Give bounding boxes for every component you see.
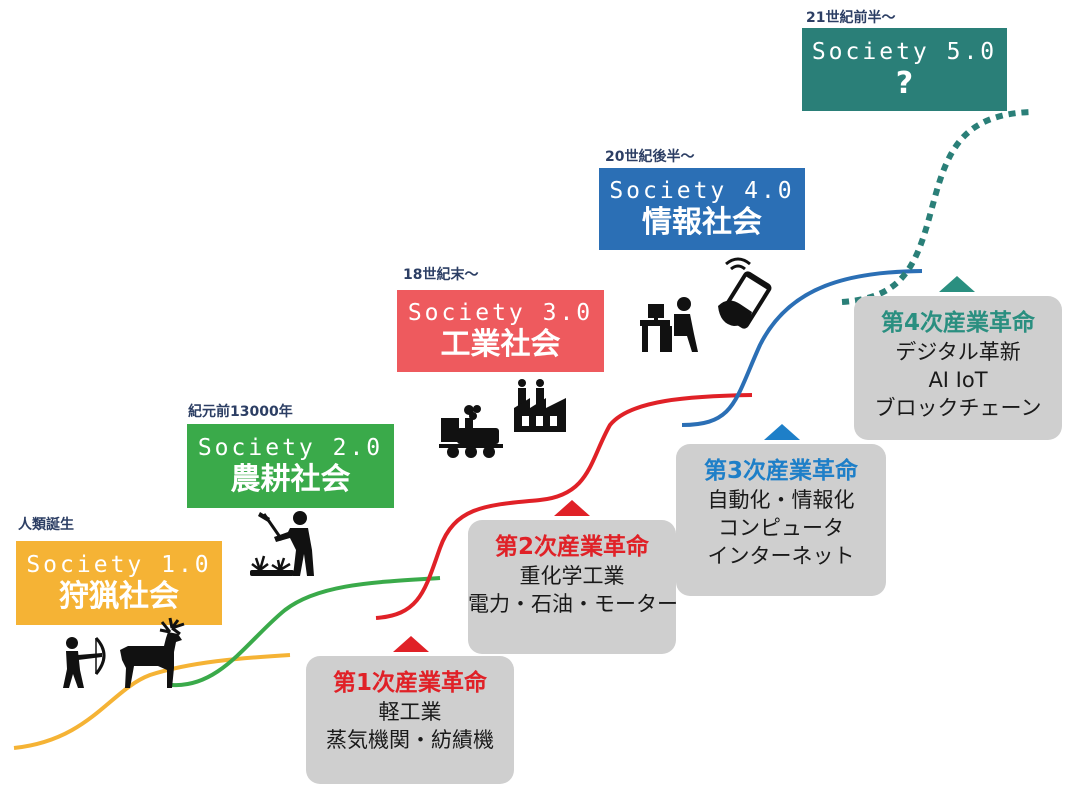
society1-version: Society 1.0 [26,552,212,578]
society2-version: Society 2.0 [197,435,384,461]
plants-icon [250,555,294,576]
revolution2-title: 第2次産業革命 [494,534,649,560]
revolution4-marker [939,276,975,292]
society1-name: 狩猟社会 [59,579,179,614]
revolution3-box: 第3次産業革命 自動化・情報化 コンピュータ インターネット [676,444,886,596]
revolution3-title: 第3次産業革命 [703,458,858,484]
office-worker-icon [640,297,698,352]
revolution1-line-1: 軽工業 [378,700,442,724]
society3-box: Society 3.0 工業社会 [397,290,604,372]
deer-icon [120,617,185,688]
revolution3-line-3: インターネット [707,544,855,568]
society3-version: Society 3.0 [407,300,594,326]
society2-curve [171,576,441,688]
society4-curve [681,269,923,427]
revolution4-line-3: ブロックチェーン [874,396,1042,420]
era-label-society4: 20世紀後半～ [605,149,695,165]
society4-name: 情報社会 [642,205,762,240]
revolution2-box: 第2次産業革命 重化学工業 電力・石油・モーター [468,520,678,654]
society3-name: 工業社会 [440,327,561,362]
society1-box: Society 1.0 狩猟社会 [16,541,222,625]
society2-name: 農耕社会 [230,462,351,497]
revolution2-line-1: 重化学工業 [519,564,625,588]
society5-version: Society 5.0 [811,38,998,65]
society5-name: ? [895,65,914,101]
revolution4-line-2: AI IoT [928,368,988,392]
revolution2-marker [554,500,590,516]
era-label-society2: 紀元前13000年 [188,404,293,420]
smartphone-icon [718,257,772,329]
society4-box: Society 4.0 情報社会 [599,168,805,250]
factory-icon [514,379,566,432]
society3-curve [375,393,753,620]
revolution4-box: 第4次産業革命 デジタル革新 AI IoT ブロックチェーン [854,296,1062,440]
hunter-icon [63,636,106,688]
revolution3-line-1: 自動化・情報化 [707,488,855,512]
steam-locomotive-icon [439,405,503,458]
society5-box: Society 5.0 ? [802,28,1007,111]
revolution4-title: 第4次産業革命 [880,310,1035,336]
society5-curve [841,109,1031,305]
revolution3-marker [764,424,800,440]
revolution1-box: 第1次産業革命 軽工業 蒸気機関・紡績機 [306,656,514,784]
revolution1-marker [393,636,429,652]
society1-curve [13,653,291,750]
society4-version: Society 4.0 [609,178,795,204]
society2-box: Society 2.0 農耕社会 [187,424,394,508]
revolution1-title: 第1次産業革命 [332,670,487,696]
era-label-society3: 18世紀末～ [403,267,479,283]
revolution4-line-1: デジタル革新 [895,340,1021,364]
era-label-society1: 人類誕生 [18,517,74,533]
revolution2-line-2: 電力・石油・モーター [468,592,678,616]
era-label-society5: 21世紀前半～ [806,10,896,26]
revolution1-line-2: 蒸気機関・紡績機 [326,728,494,752]
farmer-icon [258,511,314,576]
revolution3-line-2: コンピュータ [718,516,844,540]
